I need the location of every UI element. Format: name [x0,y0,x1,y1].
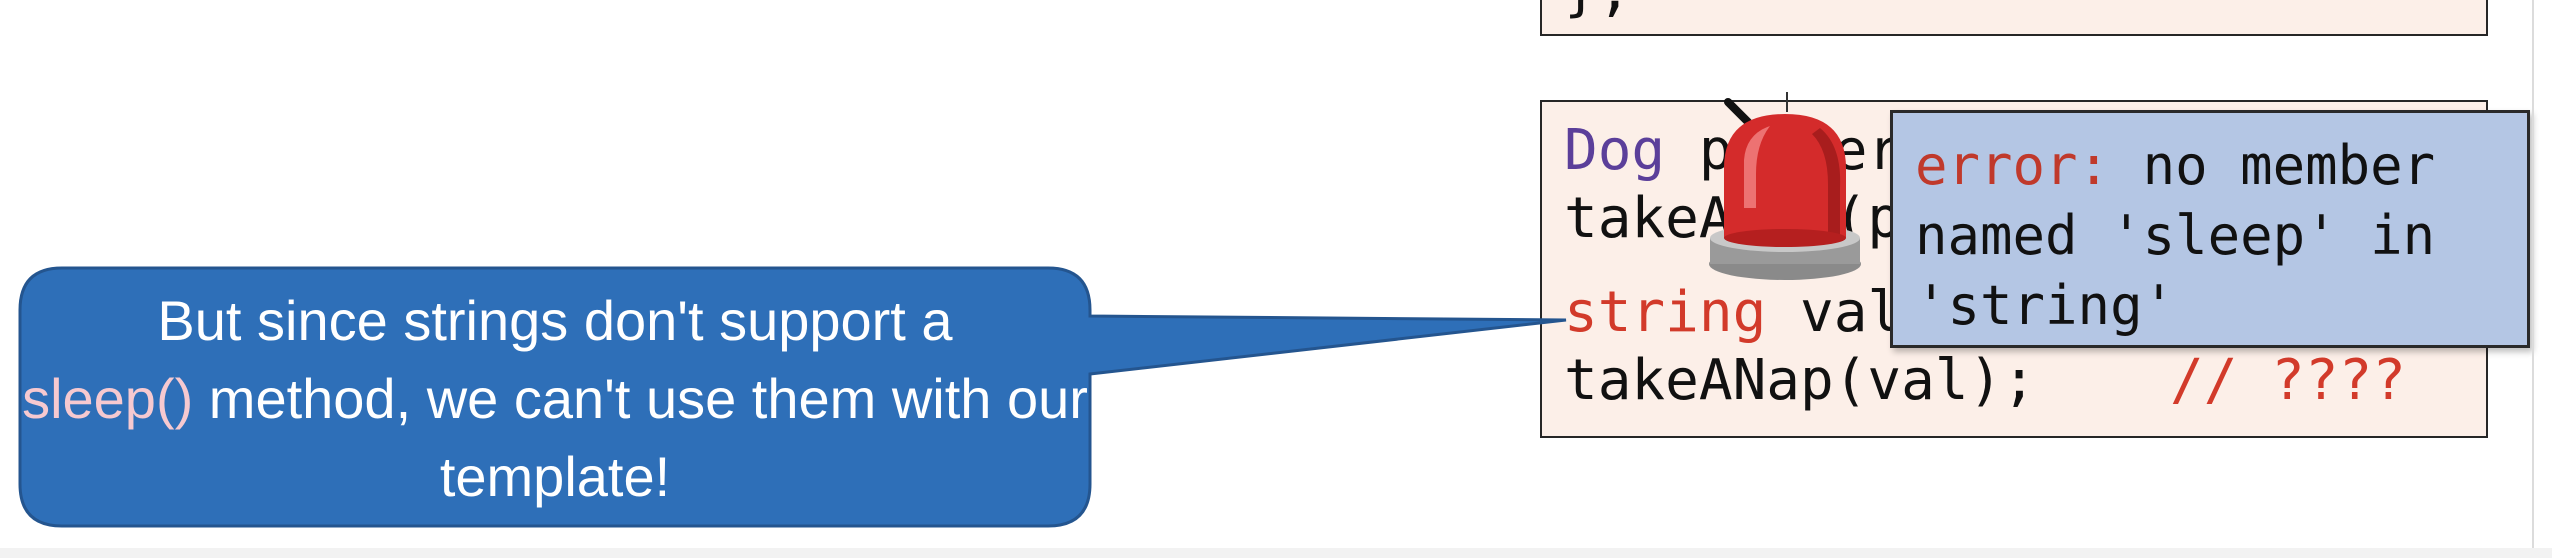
error-popup: error: no member named 'sleep' in 'strin… [1890,110,2530,348]
error-label: error: [1915,134,2111,197]
callout-text-start: But since strings don't support a [157,289,953,352]
callout-text: But since strings don't support a sleep()… [20,272,1090,526]
code-line-4: takeANap(val); [1564,348,2037,413]
callout-text-end: method, we can't use them with our templ… [193,367,1088,508]
siren-alarm-icon [1709,98,1861,280]
type-keyword: Dog [1564,118,1666,183]
error-message: error: no member named 'sleep' in 'strin… [1915,131,2515,341]
code-comment: // ???? [2170,348,2407,413]
slide-edge [2532,0,2534,548]
code-line-3: string val [1564,280,1901,346]
bottom-strip [0,548,2552,558]
code-fragment: }; [1564,0,1631,24]
string-keyword: string [1564,280,1767,345]
error-detail: no member named 'sleep' in 'string' [1915,134,2436,337]
callout-highlight: sleep() [22,367,194,430]
code-text: val [1766,280,1902,345]
tick-mark [1786,92,1788,112]
code-box-previous: }; [1540,0,2488,36]
